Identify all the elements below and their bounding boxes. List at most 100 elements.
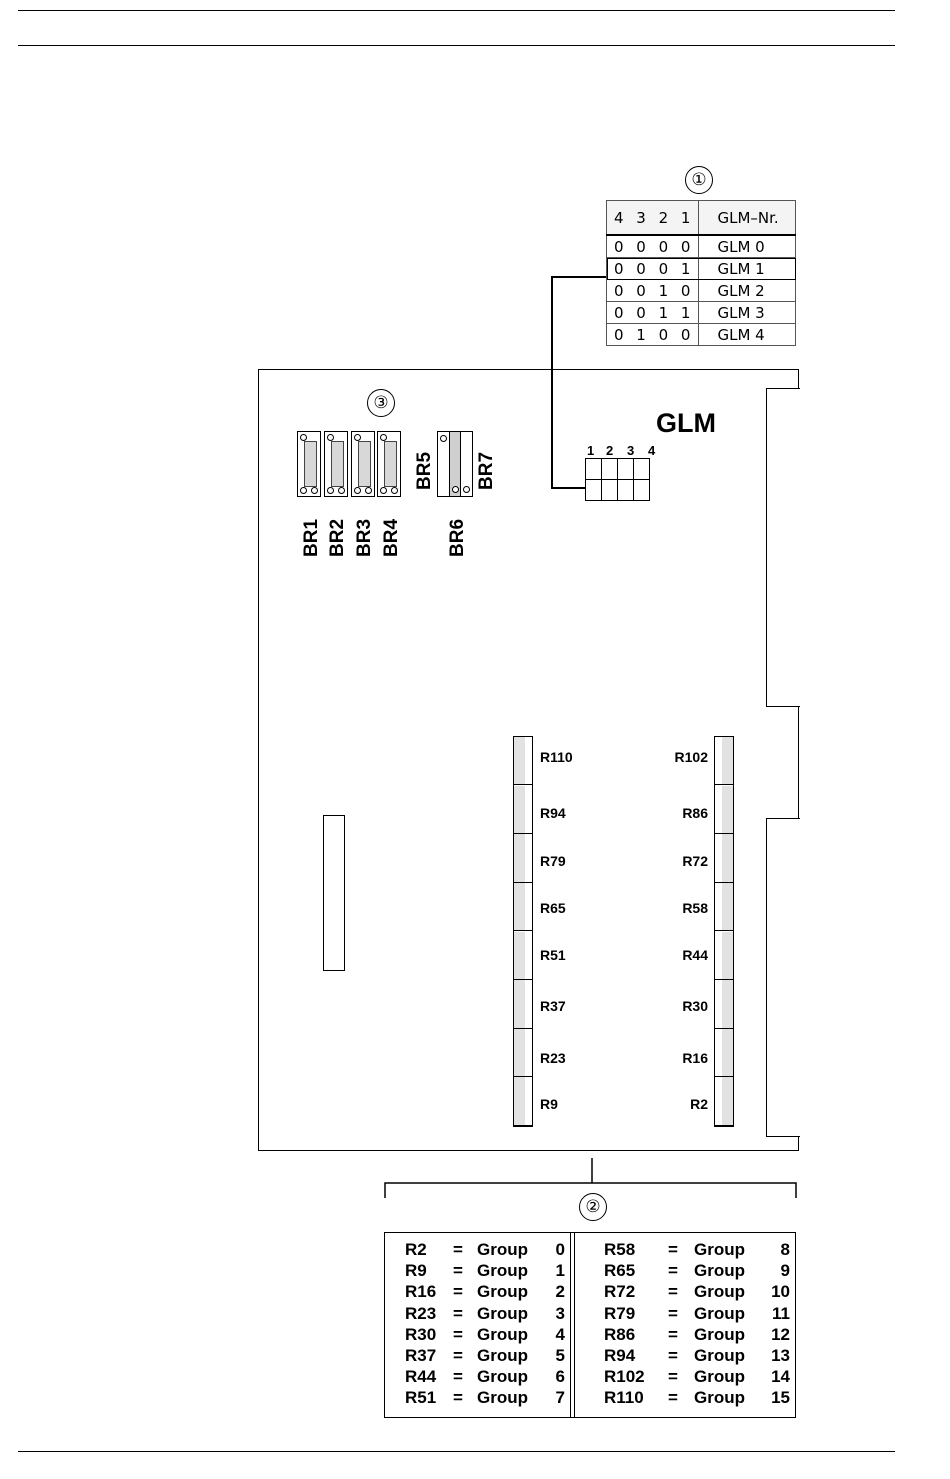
group-row: R30 = Group 4	[405, 1324, 565, 1345]
glm-row-name: GLM 0	[698, 234, 796, 258]
label-br6: BR6	[447, 518, 468, 557]
resistor-label: R23	[540, 1050, 566, 1066]
group-word: Group	[694, 1303, 745, 1323]
group-equals: =	[453, 1324, 463, 1344]
group-resistor: R110	[604, 1388, 644, 1408]
resistor-label: R2	[690, 1096, 708, 1112]
group-equals: =	[668, 1282, 678, 1302]
group-number: 8	[780, 1240, 790, 1259]
label-br3: BR3	[354, 518, 375, 557]
group-word: Group	[477, 1324, 528, 1344]
group-number: 6	[555, 1367, 565, 1387]
label-br2: BR2	[327, 518, 348, 557]
glm-header-name: GLM–Nr.	[698, 200, 796, 236]
group-row: R86 = Group 12	[604, 1324, 790, 1345]
glm-row: 0 0 1 1 GLM 3	[605, 301, 796, 324]
resistor-segment	[514, 931, 532, 980]
right-connector-top	[766, 388, 800, 707]
resistor-segment	[514, 882, 532, 932]
group-word: Group	[694, 1367, 745, 1387]
glm-number-table: 4 3 2 1 GLM–Nr. 0 0 0 0 GLM 0 0 0 0 1 GL…	[605, 200, 796, 346]
group-equals: =	[668, 1303, 678, 1323]
left-connector	[323, 815, 345, 971]
resistor-segment	[715, 1028, 733, 1078]
resistor-label: R51	[540, 947, 566, 963]
group-number: 13	[771, 1346, 790, 1366]
resistor-segment	[715, 882, 733, 932]
group-word: Group	[694, 1240, 745, 1259]
glm-row-code: 0 0 1 0	[605, 279, 700, 302]
resistor-segment	[715, 785, 733, 835]
glm-row-name: GLM 3	[698, 301, 796, 324]
group-number: 14	[771, 1367, 790, 1387]
resistor-segment	[715, 737, 733, 786]
glm-row: 0 0 0 1 GLM 1	[605, 257, 796, 280]
group-resistor: R94	[604, 1346, 636, 1366]
resistor-segment	[715, 931, 733, 980]
group-equals: =	[668, 1388, 678, 1408]
glm-row-name: GLM 2	[698, 279, 796, 302]
group-row: R102 = Group 14	[604, 1366, 790, 1387]
group-number: 5	[555, 1346, 565, 1366]
group-word: Group	[477, 1282, 528, 1302]
resistor-label: R9	[540, 1096, 558, 1112]
group-number: 4	[555, 1324, 565, 1344]
bracket	[384, 1158, 797, 1198]
group-number: 2	[555, 1282, 565, 1302]
resistor-label: R102	[674, 749, 708, 765]
resistor-label: R79	[540, 853, 566, 869]
glm-row-code: 0 0 0 1	[605, 257, 700, 280]
callout-1: ①	[685, 166, 713, 194]
group-word: Group	[694, 1282, 745, 1302]
group-number: 3	[555, 1303, 565, 1323]
group-number: 0	[555, 1240, 565, 1259]
group-word: Group	[694, 1261, 745, 1281]
group-resistor: R30	[405, 1324, 437, 1344]
circuit-board	[258, 369, 799, 1151]
group-word: Group	[477, 1261, 528, 1281]
group-resistor: R79	[604, 1303, 636, 1323]
group-equals: =	[453, 1367, 463, 1387]
group-resistor: R23	[405, 1303, 437, 1323]
resistor-segment	[514, 980, 532, 1029]
group-resistor: R102	[604, 1367, 645, 1387]
resistor-label: R37	[540, 998, 566, 1014]
group-equals: =	[668, 1367, 678, 1387]
group-resistor: R86	[604, 1324, 636, 1344]
resistor-label: R94	[540, 805, 566, 821]
callout-2: ②	[579, 1193, 607, 1221]
glm-header-code: 4 3 2 1	[605, 200, 700, 236]
resistor-segment	[514, 737, 532, 786]
group-word: Group	[477, 1303, 528, 1323]
glm-row: 0 0 1 0 GLM 2	[605, 279, 796, 302]
glm-row-name: GLM 1	[698, 257, 796, 280]
group-word: Group	[694, 1346, 745, 1366]
leader-line	[551, 276, 606, 489]
resistor-segment	[715, 1077, 733, 1126]
group-equals: =	[668, 1324, 678, 1344]
group-resistor: R72	[604, 1282, 636, 1302]
group-number: 12	[771, 1324, 790, 1344]
group-equals: =	[453, 1261, 463, 1281]
group-equals: =	[453, 1240, 463, 1259]
group-word: Group	[694, 1324, 745, 1344]
group-equals: =	[668, 1240, 678, 1259]
resistor-label: R16	[682, 1050, 708, 1066]
label-br7: BR7	[476, 451, 497, 490]
dip-number-2: 2	[606, 443, 614, 458]
label-br5: BR5	[414, 451, 435, 490]
resistor-label: R30	[682, 998, 708, 1014]
group-equals: =	[453, 1282, 463, 1302]
glm-dip-switch[interactable]	[585, 458, 650, 501]
glm-row-code: 0 1 0 0	[605, 323, 700, 346]
